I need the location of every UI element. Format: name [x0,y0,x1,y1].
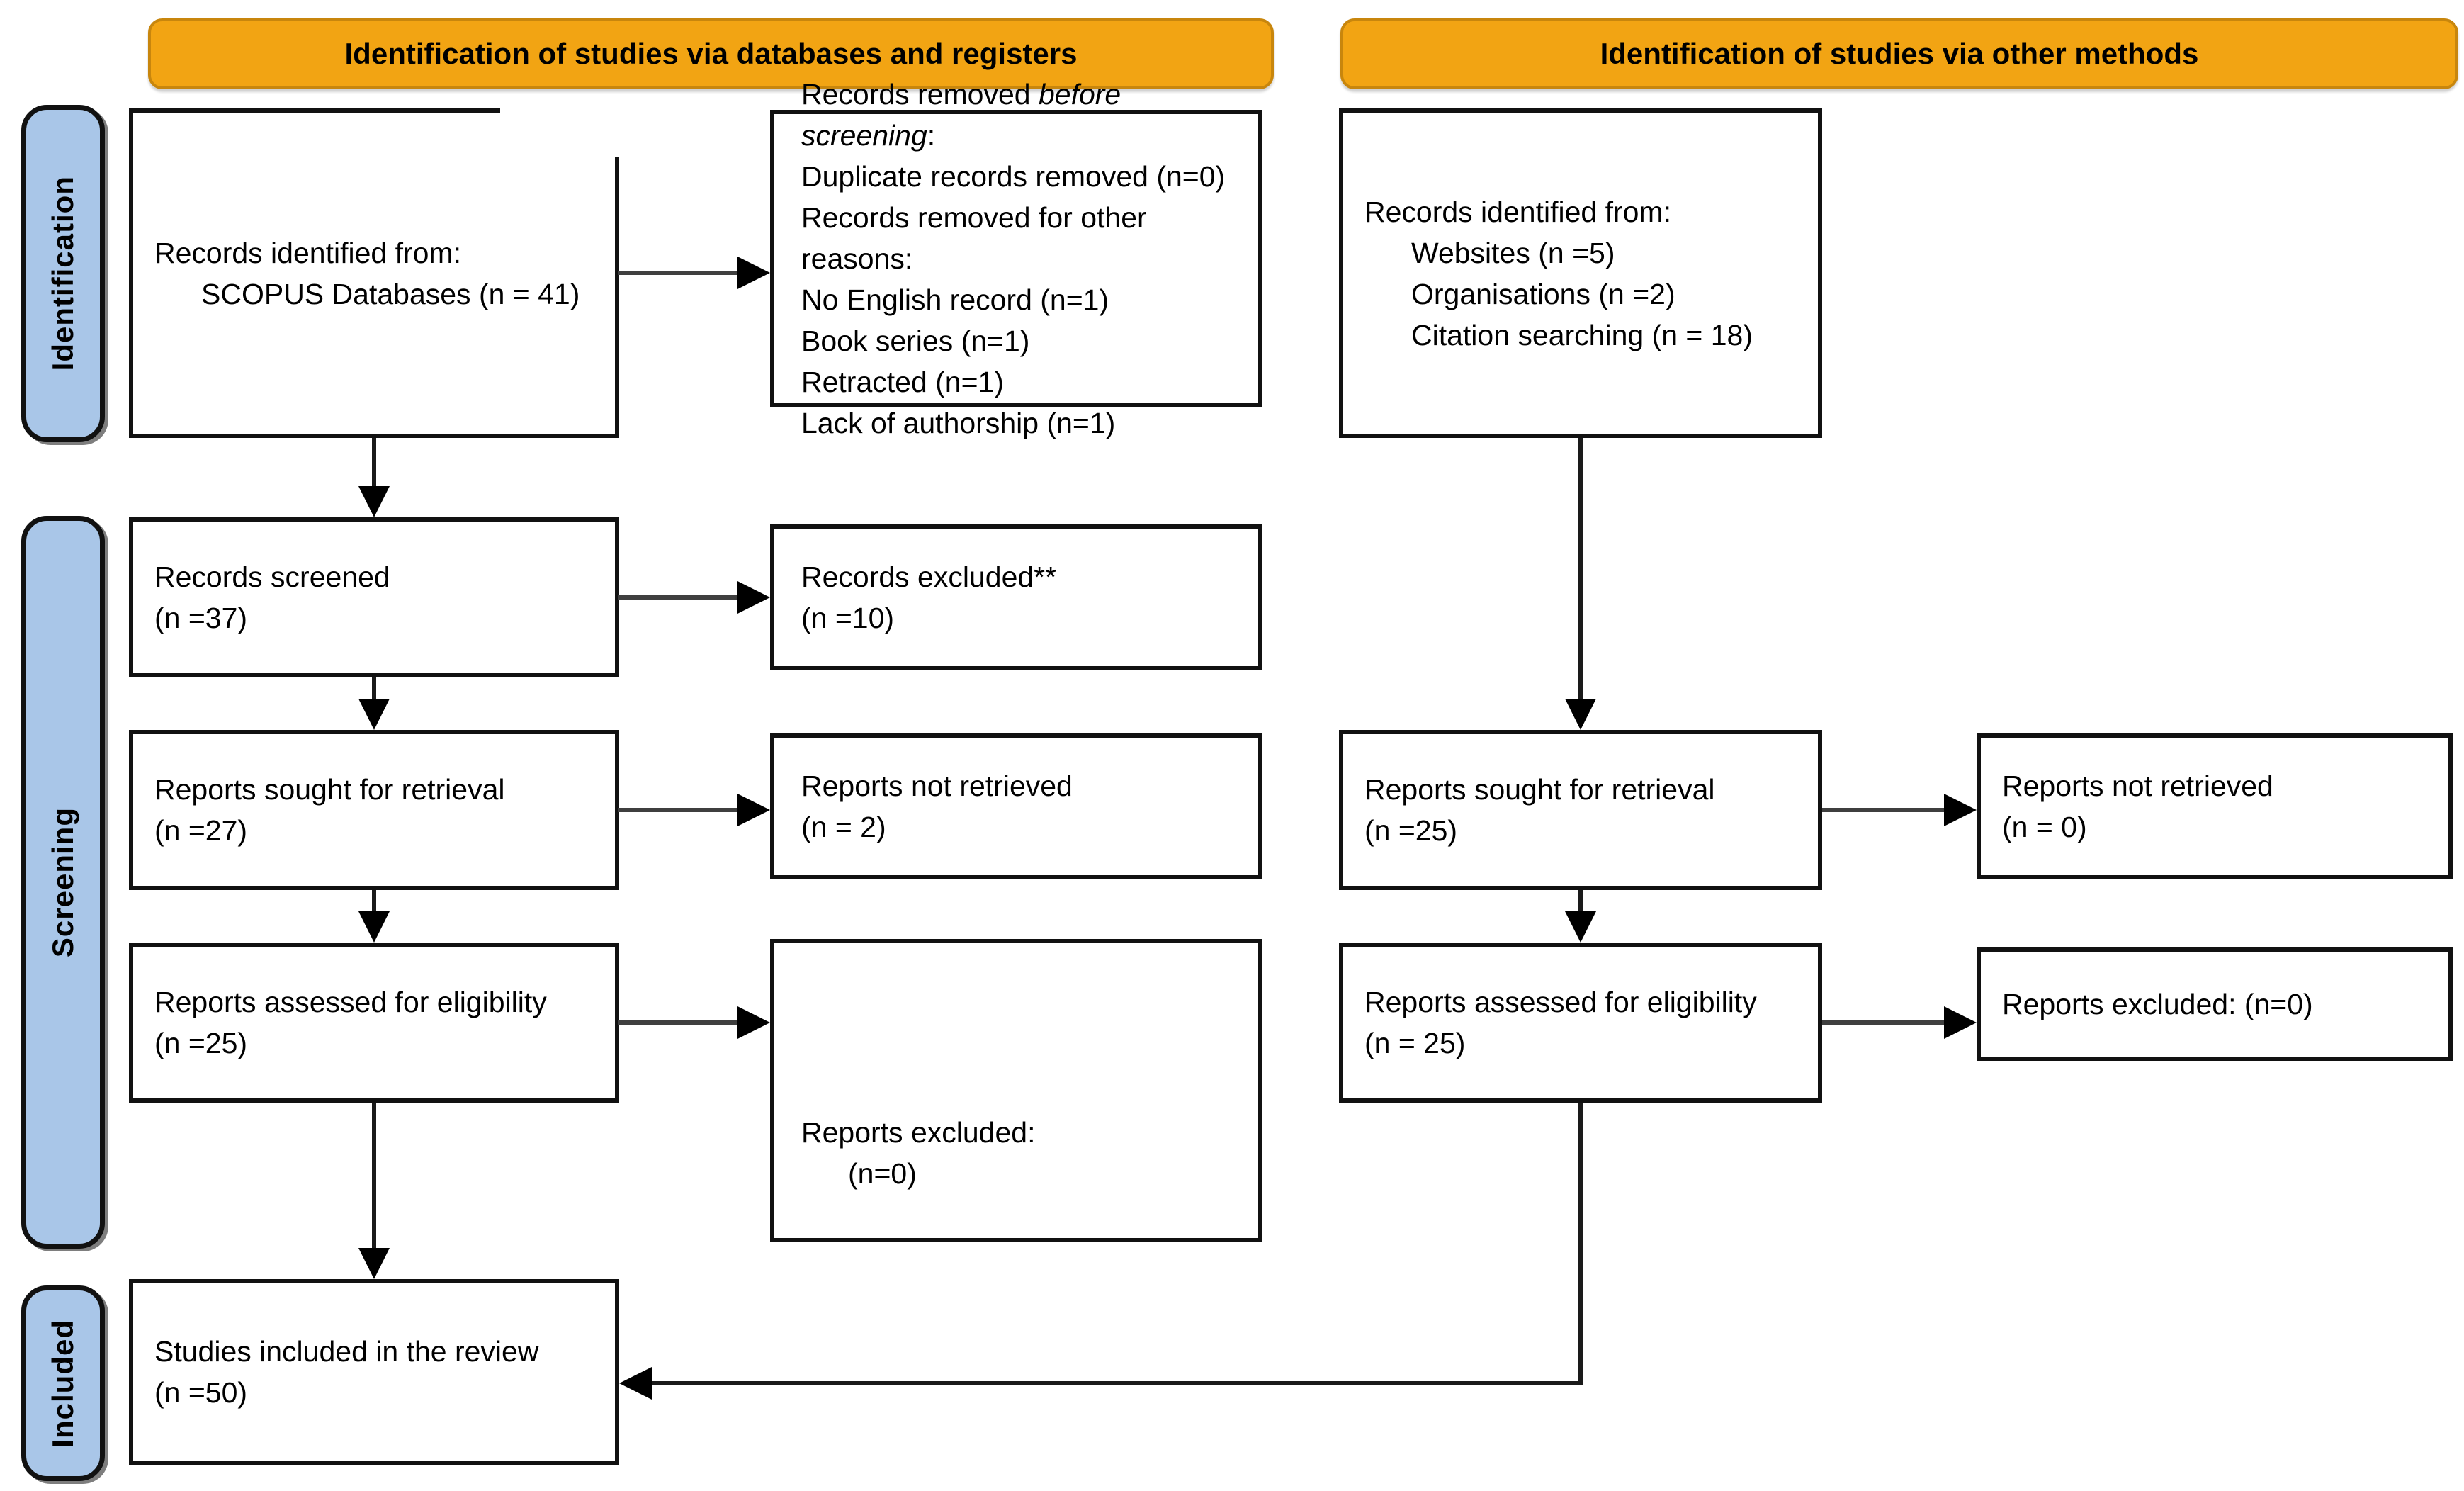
box-reports-not-retrieved-databases: Reports not retrieved (n = 2) [770,733,1262,879]
box-records-excluded: Records excluded** (n =10) [770,524,1262,670]
box-line: Reports excluded: (n=0) [2002,988,2313,1020]
border-gap-artifact [500,104,623,116]
box-line: Citation searching (n = 18) [1411,318,1753,351]
box-line: (n = 2) [801,811,886,843]
text-segment: Records removed [801,78,1039,111]
box-records-identified-databases: Records identified from: SCOPUS Database… [129,108,619,438]
box-line: Reports sought for retrieval [1364,773,1715,806]
box-line: Reports assessed for eligibility [1364,986,1757,1018]
box-line: (n =50) [154,1376,248,1409]
box-line: Records excluded** [801,561,1057,593]
box-line: Records identified from: [154,236,461,269]
box-line: Reports excluded: [801,1116,1036,1149]
box-line: Records screened [154,561,390,593]
stage-pill-included: Included [21,1285,105,1481]
box-line: Records removed before screening: [801,74,1245,156]
stage-pill-identification: Identification [21,105,105,442]
box-reports-assessed-other: Reports assessed for eligibility (n = 25… [1339,943,1822,1103]
box-line: (n =10) [801,602,895,634]
connector-assessed-other-to-included-vertical-shaft [1578,1103,1583,1385]
box-reports-not-retrieved-other: Reports not retrieved (n = 0) [1977,733,2453,879]
box-line: Organisations (n =2) [1411,277,1675,310]
connector-sought-other-to-assessed-arrowhead [1565,911,1596,943]
connector-screened-to-excluded-shaft [618,595,740,600]
connector-assessed-other-to-excluded-arrowhead [1944,1006,1977,1039]
box-studies-included: Studies included in the review (n =50) [129,1279,619,1465]
box-reports-sought-other: Reports sought for retrieval (n =25) [1339,730,1822,890]
connector-identified-to-screened-shaft [372,438,376,489]
connector-assessed-to-excluded-shaft [618,1020,740,1025]
box-line: Book series (n=1) [801,325,1030,357]
box-reports-excluded-databases: Reports excluded: (n=0) [770,939,1262,1242]
connector-assessed-to-included-arrowhead [358,1248,390,1279]
box-reports-excluded-other: Reports excluded: (n=0) [1977,947,2453,1061]
box-line: Retracted (n=1) [801,366,1004,398]
box-records-identified-other: Records identified from: Websites (n =5)… [1339,108,1822,438]
box-line: SCOPUS Databases (n = 41) [201,277,580,310]
box-line: No English record (n=1) [801,283,1109,316]
connector-screened-to-sought-shaft [372,677,376,702]
box-line: Duplicate records removed (n=0) [801,160,1226,193]
box-line: Reports not retrieved [801,770,1073,802]
connector-identified-other-to-sought-arrowhead [1565,699,1596,730]
box-line: (n =27) [154,814,248,847]
connector-sought-to-assessed-arrowhead [358,911,390,943]
box-reports-assessed-databases: Reports assessed for eligibility (n =25) [129,943,619,1103]
connector-assessed-other-to-excluded-shaft [1822,1020,1945,1025]
connector-sought-to-assessed-shaft [372,890,376,914]
connector-screened-to-sought-arrowhead [358,699,390,730]
box-reports-sought-databases: Reports sought for retrieval (n =27) [129,730,619,890]
box-line: Lack of authorship (n=1) [801,407,1116,439]
connector-sought-other-to-notretrieved-arrowhead [1944,794,1977,826]
connector-assessed-to-excluded-arrowhead [737,1006,770,1039]
connector-identified-to-screened-arrowhead [358,486,390,517]
stage-label-identification: Identification [46,176,79,371]
box-line: Websites (n =5) [1411,236,1615,269]
connector-assessed-other-to-included-arrowhead [619,1367,652,1400]
box-line: Reports sought for retrieval [154,773,505,806]
stage-pill-screening: Screening [21,516,105,1249]
connector-identified-to-removed-arrowhead [737,257,770,289]
box-line: (n =37) [154,602,248,634]
banner-databases-label: Identification of studies via databases … [344,37,1078,70]
connector-sought-to-notretrieved-shaft [618,808,740,812]
stage-label-included: Included [46,1319,79,1448]
box-line: Reports assessed for eligibility [154,986,547,1018]
connector-sought-to-notretrieved-arrowhead [737,794,770,826]
box-line: Records identified from: [1364,195,1671,228]
text-segment: : [927,119,936,152]
connector-assessed-other-to-included-horizontal-shaft [649,1381,1583,1385]
box-line: (n=0) [848,1157,917,1190]
box-line: Reports not retrieved [2002,770,2273,802]
box-line: (n =25) [1364,814,1458,847]
connector-sought-other-to-notretrieved-shaft [1822,808,1945,812]
connector-screened-to-excluded-arrowhead [737,581,770,614]
box-line: Records removed for other reasons: [801,201,1147,275]
box-line: (n = 25) [1364,1027,1466,1059]
box-line: (n =25) [154,1027,248,1059]
connector-sought-other-to-assessed-shaft [1578,890,1583,914]
box-records-screened: Records screened (n =37) [129,517,619,677]
banner-other-methods-label: Identification of studies via other meth… [1600,37,2199,70]
banner-other-methods: Identification of studies via other meth… [1340,18,2458,89]
box-records-removed: Records removed before screening: Duplic… [770,78,1262,439]
banner-databases-registers: Identification of studies via databases … [148,18,1274,89]
connector-identified-to-removed-shaft [618,271,740,275]
connector-assessed-to-included-shaft [372,1103,376,1251]
text-segment-italic: before screening [801,78,1121,152]
box-line: (n = 0) [2002,811,2087,843]
connector-identified-other-to-sought-shaft [1578,438,1583,702]
border-gap-artifact [614,116,623,157]
box-line: Studies included in the review [154,1335,539,1368]
stage-label-screening: Screening [46,806,79,958]
